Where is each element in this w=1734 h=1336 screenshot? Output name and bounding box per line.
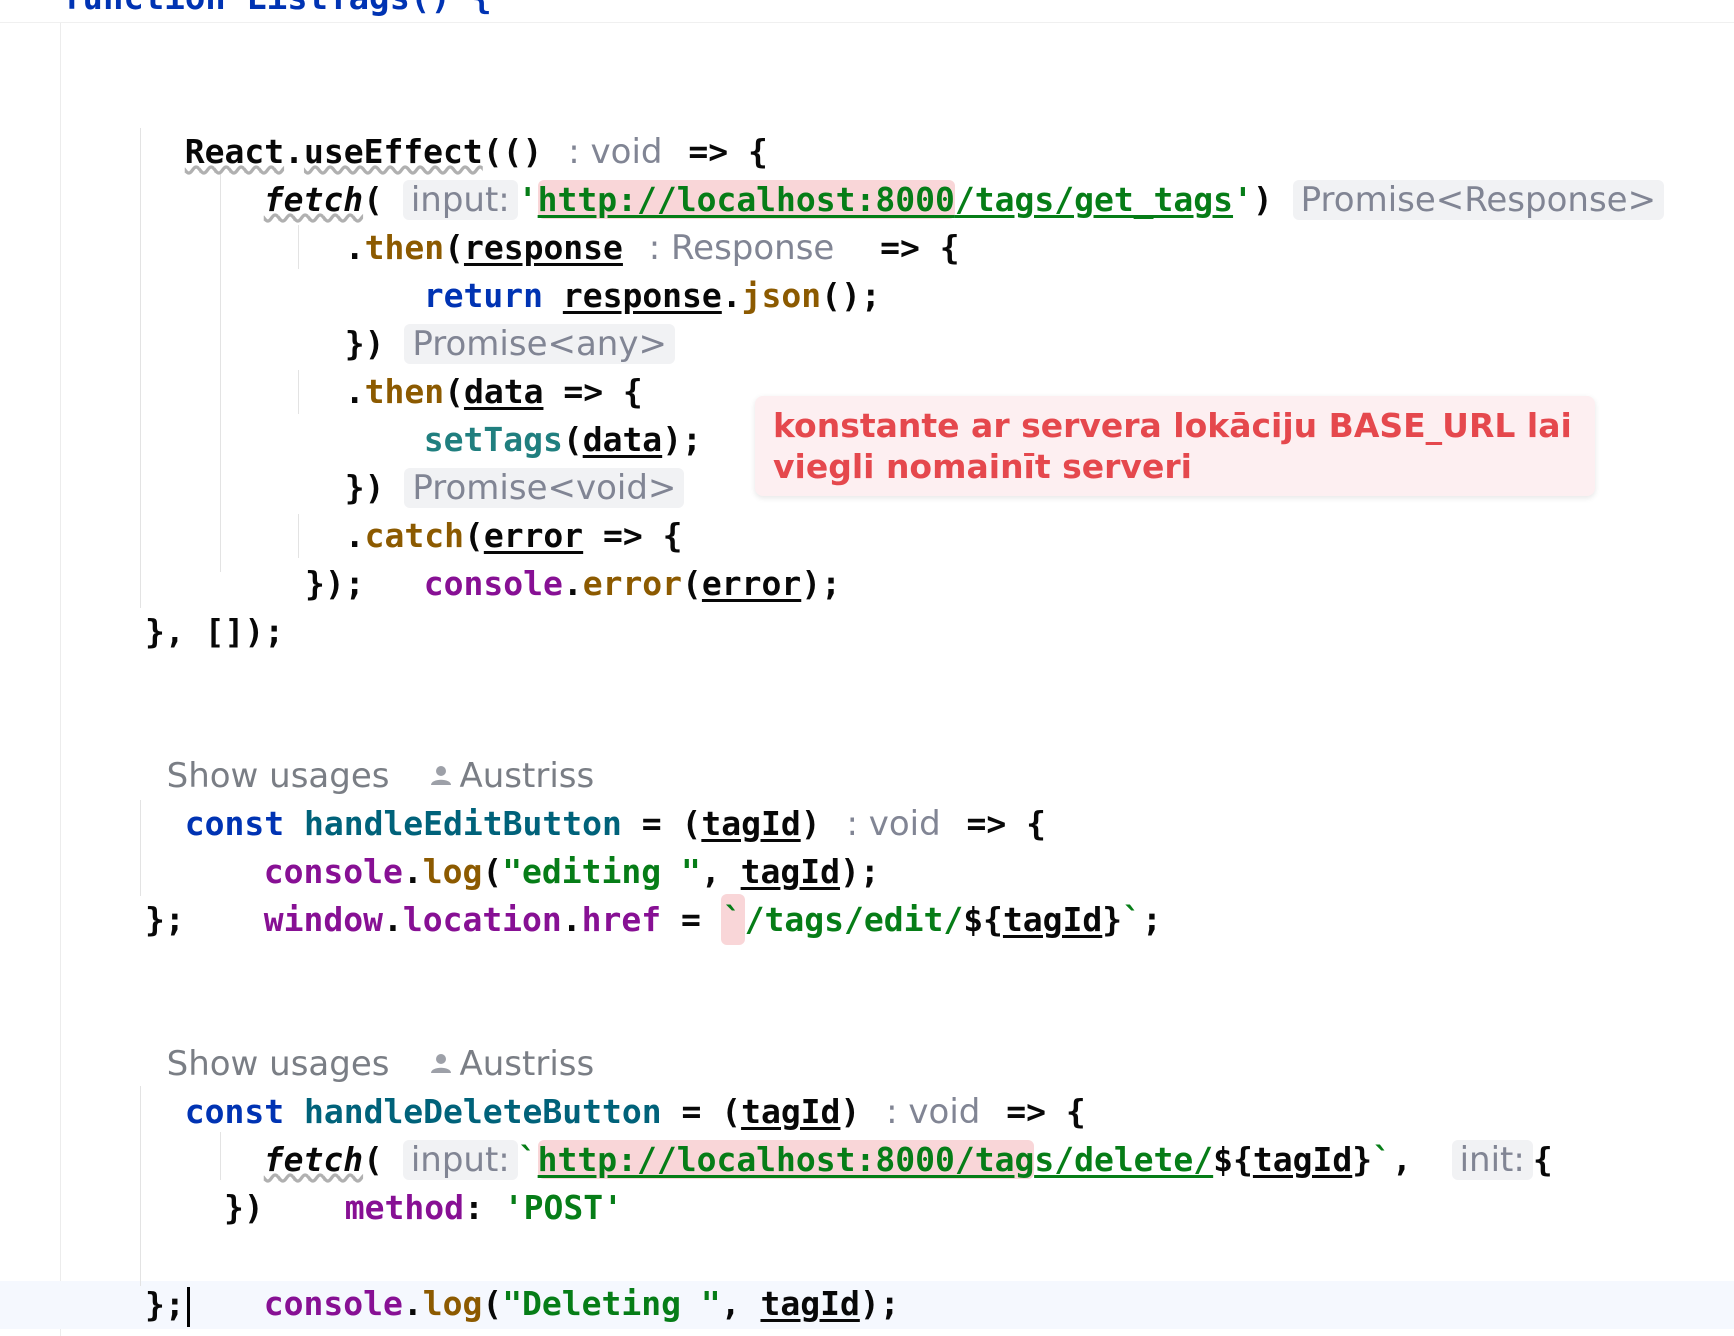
url-path[interactable]: s/delete/	[1034, 1140, 1214, 1179]
code-line[interactable]: React.useEffect(() : void => {	[184, 132, 768, 172]
ai-review-comment[interactable]: konstante ar servera lokāciju BASE_URL l…	[755, 396, 1595, 496]
catch-token: catch	[364, 516, 464, 555]
type-hint-promise-response: Promise<Response>	[1292, 180, 1665, 220]
console-token: console	[263, 1284, 403, 1323]
param-hint-input: input:	[402, 180, 518, 220]
tag-id-ref: tagId	[740, 852, 840, 891]
return-type-hint: : void	[846, 804, 941, 844]
code-line[interactable]: const handleDeleteButton = (tagId) : voi…	[184, 1092, 1086, 1132]
indent-guide	[220, 1132, 221, 1180]
tag-id-ref: tagId	[760, 1284, 860, 1323]
response-ref: response	[562, 276, 722, 315]
const-keyword: const	[184, 804, 285, 843]
user-icon	[431, 1053, 452, 1073]
code-line[interactable]: method: 'POST'	[344, 1188, 623, 1227]
type-hint-response: : Response	[648, 228, 835, 268]
show-usages-link[interactable]: Show usages	[166, 756, 390, 796]
top-partial-line: function ListTags() {	[0, 0, 1734, 23]
set-tags-call: setTags	[423, 420, 563, 459]
code-line[interactable]: setTags(data);	[423, 420, 702, 459]
code-line[interactable]: return response.json();	[423, 276, 881, 315]
code-line[interactable]: .then(response : Response => {	[344, 228, 960, 268]
indent-guide	[298, 514, 299, 558]
post-string: 'POST'	[503, 1188, 623, 1227]
tag-id-param: tagId	[741, 1092, 841, 1131]
console-token: console	[423, 564, 563, 603]
code-line[interactable]: console.log("editing ", tagId);	[263, 852, 880, 891]
data-param: data	[463, 372, 544, 411]
param-hint-init: init:	[1451, 1140, 1533, 1180]
href-token: href	[581, 900, 662, 939]
code-line[interactable]: };	[145, 900, 185, 939]
author-name[interactable]: Austriss	[459, 1044, 595, 1084]
deleting-string: "Deleting "	[502, 1284, 721, 1323]
code-line[interactable]: })	[224, 1188, 264, 1227]
json-method: json	[741, 276, 822, 315]
code-lens[interactable]: Show usages Austriss	[145, 992, 595, 1084]
param-hint-input: input:	[402, 1140, 518, 1180]
response-param: response	[463, 228, 623, 267]
const-keyword: const	[184, 1092, 285, 1131]
indent-guide	[298, 225, 299, 269]
indent-guide	[140, 800, 141, 896]
type-hint-promise-any: Promise<any>	[404, 324, 675, 364]
error-ref: error	[701, 564, 802, 603]
use-effect-token: useEffect	[303, 132, 483, 171]
url-path[interactable]: /tags/get_tags	[954, 180, 1234, 219]
editor-gutter-line	[60, 0, 61, 1336]
code-line[interactable]: fetch( input:`http://localhost:8000/tags…	[263, 1140, 1553, 1180]
code-line[interactable]: .then(data => {	[344, 372, 643, 411]
edit-path: /tags/edit/	[744, 900, 964, 939]
indent-guide	[298, 370, 299, 414]
fetch-token: fetch	[263, 180, 364, 219]
text-caret	[186, 1286, 190, 1327]
code-line[interactable]: }) Promise<any>	[305, 272, 675, 364]
code-line[interactable]: });	[305, 564, 365, 603]
top-partial-text: function ListTags() {	[62, 0, 492, 18]
tag-id-ref: tagId	[1002, 900, 1103, 939]
template-start-highlight[interactable]: `	[720, 894, 745, 945]
then-token: then	[364, 372, 445, 411]
console-token: console	[263, 852, 403, 891]
url-highlight[interactable]: http://localhost:8000	[537, 180, 955, 219]
author-name[interactable]: Austriss	[459, 756, 595, 796]
log-method: log	[422, 852, 483, 891]
return-type-hint: : void	[568, 132, 663, 172]
tag-id-ref: tagId	[1252, 1140, 1353, 1179]
error-method: error	[582, 564, 683, 603]
code-line[interactable]: fetch( input:'http://localhost:8000/tags…	[224, 128, 1665, 220]
code-line[interactable]: }) Promise<void>	[305, 416, 685, 508]
indent-guide	[220, 172, 221, 572]
handle-edit-name: handleEditButton	[303, 804, 622, 843]
return-keyword: return	[423, 276, 543, 315]
return-type-hint: : void	[886, 1092, 981, 1132]
method-key: method	[344, 1188, 464, 1227]
error-param: error	[483, 516, 584, 555]
user-icon	[431, 765, 452, 785]
window-token: window	[263, 900, 383, 939]
react-token: React	[184, 132, 285, 171]
code-line[interactable]: window.location.href = `/tags/edit/${tag…	[224, 848, 1162, 945]
type-hint-promise-void: Promise<void>	[404, 468, 685, 508]
data-ref: data	[582, 420, 663, 459]
url-highlight[interactable]: http://localhost:8000/tag	[537, 1140, 1035, 1179]
editing-string: "editing "	[502, 852, 701, 891]
code-line[interactable]: };	[145, 1281, 190, 1329]
current-line-highlight	[0, 1281, 1734, 1329]
code-line[interactable]: }, []);	[145, 612, 285, 651]
fetch-token: fetch	[263, 1140, 364, 1179]
show-usages-link[interactable]: Show usages	[166, 1044, 390, 1084]
code-line[interactable]: console.log("Deleting ", tagId);	[263, 1284, 900, 1323]
indent-guide	[140, 128, 141, 608]
code-line[interactable]: console.error(error);	[423, 564, 842, 603]
location-token: location	[402, 900, 562, 939]
indent-guide	[140, 1086, 141, 1286]
log-method: log	[422, 1284, 483, 1323]
code-line[interactable]: const handleEditButton = (tagId) : void …	[184, 804, 1046, 844]
handle-delete-name: handleDeleteButton	[303, 1092, 662, 1131]
then-token: then	[364, 228, 445, 267]
code-lens[interactable]: Show usages Austriss	[145, 704, 595, 796]
tag-id-param: tagId	[701, 804, 801, 843]
code-line[interactable]: .catch(error => {	[344, 516, 683, 555]
